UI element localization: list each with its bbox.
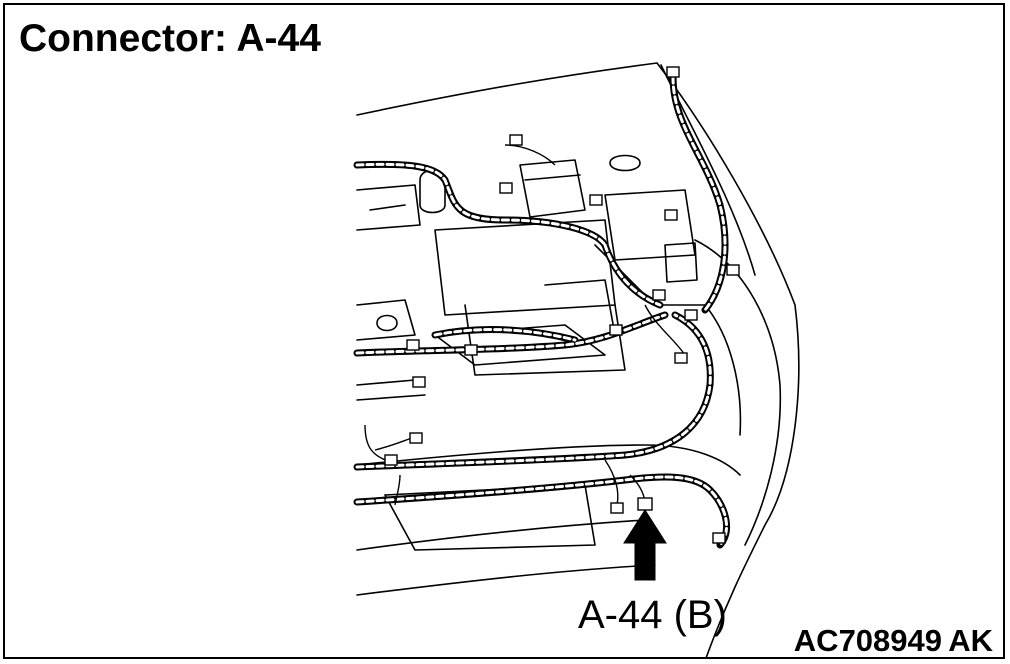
connector [609,324,623,336]
connector-callout-label: A-44 (B) [578,593,727,637]
connector [674,352,688,364]
connector [664,209,678,221]
connector [652,289,666,301]
connector [509,134,523,146]
connector [684,309,698,321]
connector [384,454,398,466]
connector [610,502,624,514]
engine-bay-illustration [353,62,800,657]
battery [604,189,696,261]
connector-a-44 [637,497,653,511]
diagram-frame: Connector: A-44 [3,3,1005,659]
relay-box [519,159,586,218]
connector [412,376,426,388]
connector [589,194,603,206]
connector [726,264,740,276]
connector [712,532,726,544]
connector [409,432,423,444]
figure-id: AC708949 AK [793,623,993,658]
bumper-outline [356,444,741,476]
hood-outline [356,62,800,657]
connector [666,66,680,78]
page-title: Connector: A-44 [19,17,321,60]
connector [406,339,420,351]
connector [499,182,513,194]
connector [464,344,478,356]
radiator-cap [609,154,641,172]
arrow-up-icon [623,509,667,581]
